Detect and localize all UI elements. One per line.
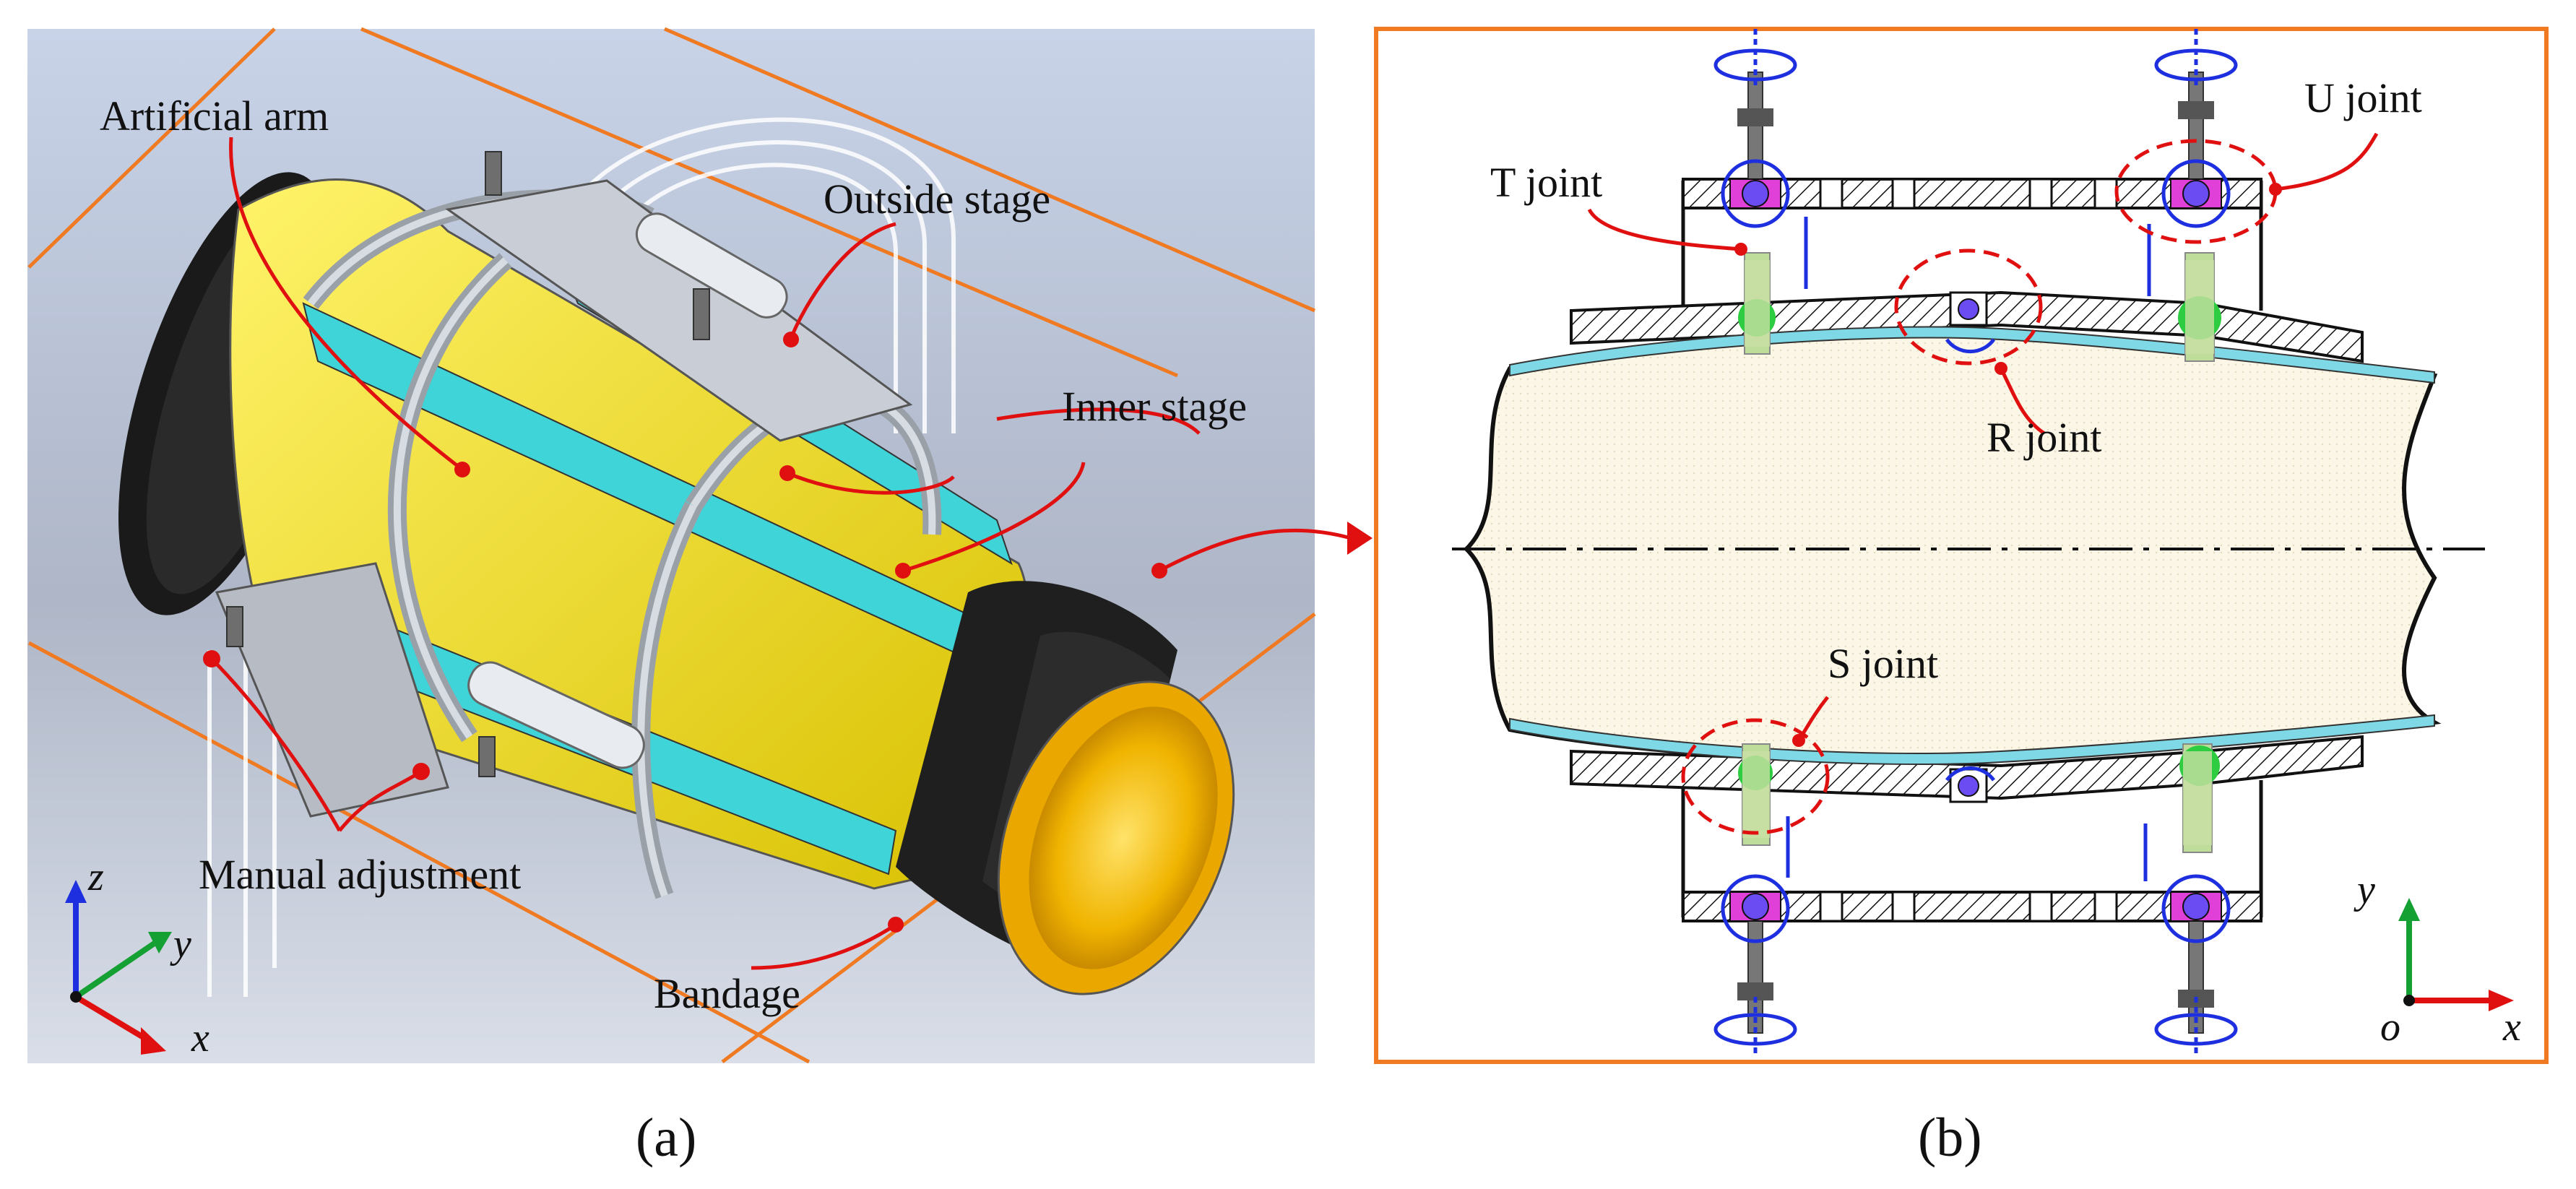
axis-triad-b: y o x bbox=[2354, 868, 2521, 1050]
label-artificial-arm: Artificial arm bbox=[100, 92, 329, 139]
joint-column-top-left bbox=[1729, 72, 1781, 355]
axis-label-z: z bbox=[87, 855, 104, 899]
label-outside-stage: Outside stage bbox=[824, 176, 1050, 222]
joint-column-top-right bbox=[2170, 72, 2222, 362]
r-joint-highlight bbox=[1894, 248, 2043, 366]
label-t-joint: T joint bbox=[1490, 159, 1602, 206]
y-axis-arrow bbox=[74, 940, 157, 1000]
panel-b: T joint U joint R joint S joint y o x (b… bbox=[1374, 27, 2549, 1168]
label-s-joint: S joint bbox=[1828, 640, 1938, 687]
joint-column-bottom-right bbox=[2170, 743, 2222, 1034]
outside-stage-slot bbox=[635, 212, 788, 319]
label-u-joint: U joint bbox=[2304, 74, 2422, 121]
outside-stage-plate bbox=[445, 179, 913, 442]
arm-end-cup-inner bbox=[1029, 706, 1218, 969]
axis-triad-a: z y x bbox=[65, 855, 209, 1060]
caption-a: (a) bbox=[636, 1107, 696, 1168]
plane-lines bbox=[27, 27, 1316, 1064]
lower-slot bbox=[467, 661, 645, 769]
joint-column-bottom-left bbox=[1729, 743, 1781, 1034]
label-bandage: Bandage bbox=[654, 970, 800, 1017]
r-joint-pins bbox=[1949, 291, 1988, 803]
axis-label-o-b: o bbox=[2380, 1005, 2400, 1050]
residual-limb bbox=[1463, 328, 2442, 764]
lower-bracket bbox=[215, 562, 449, 818]
label-r-joint: R joint bbox=[1987, 414, 2102, 461]
outer-plate-bottom-gaps bbox=[1819, 891, 2118, 922]
axis-label-y-b: y bbox=[2354, 868, 2375, 912]
leader-dots-a bbox=[454, 332, 1167, 933]
axis-label-y: y bbox=[170, 922, 191, 967]
liner-bottom bbox=[1509, 714, 2435, 765]
panel-link-arrowhead bbox=[1347, 522, 1373, 555]
x-axis-arrow bbox=[74, 994, 150, 1043]
liner-top bbox=[1509, 326, 2435, 384]
panel-a: Artificial arm Outside stage Inner stage… bbox=[27, 27, 1373, 1168]
motion-arrows bbox=[1713, 29, 2238, 1055]
s-joint-highlight bbox=[1681, 718, 1830, 835]
axis-label-x: x bbox=[191, 1016, 209, 1060]
caption-b: (b) bbox=[1918, 1107, 1982, 1168]
leader-lines-a bbox=[210, 137, 1352, 970]
outer-plate-top-gaps bbox=[1819, 178, 2118, 209]
leader-dots-b bbox=[1734, 183, 2282, 747]
label-inner-stage: Inner stage bbox=[1062, 383, 1247, 430]
label-manual-adjustment: Manual adjustment bbox=[199, 851, 521, 898]
axis-label-x-b: x bbox=[2502, 1005, 2521, 1050]
